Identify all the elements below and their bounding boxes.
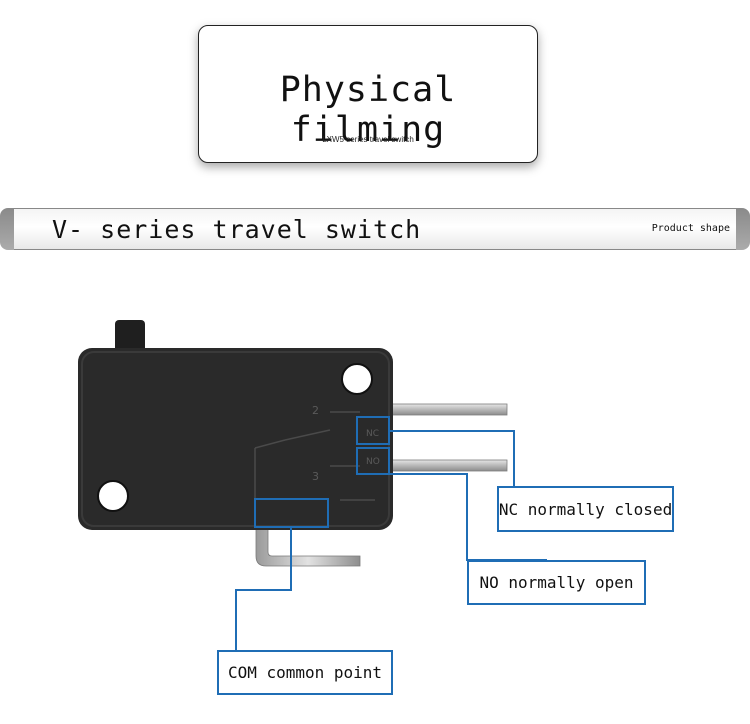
com-callout: COM common point <box>217 650 393 695</box>
no-pin <box>384 459 508 472</box>
nc-callout: NC normally closed <box>497 486 674 532</box>
title-subtitle: LXW5 series travel switch <box>322 135 414 144</box>
banner-inner: V- series travel switch Product shape <box>14 208 736 250</box>
terminal-mark-no: NO <box>366 457 380 467</box>
nc-leader <box>389 430 515 486</box>
com-leader <box>235 527 292 650</box>
section-banner: V- series travel switch Product shape <box>0 208 750 250</box>
switch-plunger <box>115 320 145 354</box>
mounting-hole-top <box>342 364 372 394</box>
title-card: Physical filming LXW5 series travel swit… <box>198 25 538 163</box>
banner-right-label: Product shape <box>651 223 730 234</box>
mounting-hole-bottom <box>98 481 128 511</box>
terminal-label-2: 2 <box>312 404 319 417</box>
terminal-mark-nc: NC <box>366 429 379 439</box>
no-callout: NO normally open <box>467 560 646 605</box>
banner-title: V- series travel switch <box>52 215 422 244</box>
no-highlight <box>356 447 390 475</box>
title-main: Physical filming <box>279 70 457 150</box>
terminal-label-3: 3 <box>312 470 319 483</box>
nc-pin <box>384 403 508 416</box>
switch-body <box>78 348 393 530</box>
embossed-schematic <box>254 411 375 505</box>
